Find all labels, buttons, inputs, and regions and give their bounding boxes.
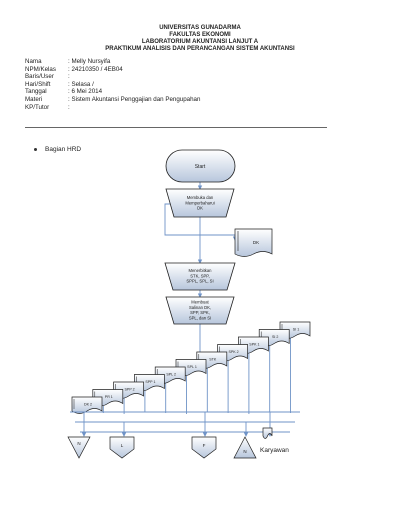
info-label: Nama (25, 58, 42, 65)
stack-document-label: SPK 2 (228, 350, 238, 354)
stack-document-label: PR 1 (105, 395, 113, 399)
student-info: Nama : Melly Nursyifa NPM/Kelas : 24210350… (25, 58, 200, 111)
stack-document-label: SPP 1 (145, 380, 155, 384)
info-row: Hari/Shift : Selasa / (25, 81, 200, 89)
document-dk (234, 228, 273, 257)
info-label: Hari/Shift (25, 80, 51, 88)
info-label: Materi (25, 95, 43, 103)
process-label: Salinan DK, (189, 305, 211, 310)
section-bullet: Bagian HRD (34, 146, 81, 153)
info-row: NPM/Kelas : 24210350 / 4EB04 (25, 66, 200, 74)
stack-document-label: SPP 2 (125, 388, 135, 392)
offpage-connector (191, 436, 217, 459)
stack-document (71, 396, 103, 414)
connector-label: F (203, 443, 206, 448)
info-label: Tanggal (25, 88, 47, 96)
info-row: KP/Tutor: (25, 104, 200, 112)
info-value: : 24210350 / 4EB04 (68, 65, 123, 73)
stack-document-label: DK 2 (84, 403, 92, 407)
info-label: KP/Tutor (25, 103, 50, 111)
process-label: Memperbaharui (185, 200, 214, 205)
lab-name: LABORATORIUM AKUNTANSI LANJUT A (141, 39, 259, 45)
divider-line (25, 127, 327, 128)
process-label: STK, SPP, (190, 273, 209, 278)
stack-document-label: SPL 1 (187, 365, 197, 369)
info-label: NPM/Kelas (25, 65, 56, 73)
info-value: : 6 Mei 2014 (68, 88, 103, 96)
process-label: Menerbitkan (188, 268, 212, 273)
stack-document-label: SPL 2 (166, 373, 176, 377)
process-label: SPPL, SPL, SI (186, 279, 213, 284)
recipient-label: Karyawan (260, 447, 289, 454)
info-value: : (68, 73, 70, 81)
practicum-name: PRAKTIKUM ANALISIS DAN PERANCANGAN SISTE… (105, 46, 295, 52)
info-value: : Selasa / (68, 80, 94, 88)
info-row: Nama : Melly Nursyifa (25, 58, 200, 66)
info-value: : (68, 103, 70, 111)
info-value: : Sistem Akuntansi Penggajian dan Pengup… (68, 95, 201, 103)
process-label: SPL, dan SI (189, 315, 211, 320)
info-row: Baris/User: (25, 73, 200, 81)
university-name: UNIVERSITAS GUNADARMA (159, 25, 241, 31)
faculty-name: FAKULTAS EKONOMI (169, 32, 231, 38)
connector-label: N (243, 449, 246, 454)
section-title: Bagian HRD (45, 146, 82, 153)
info-value: : Melly Nursyifa (68, 58, 111, 65)
process-label: Membuat (191, 300, 209, 305)
process-issue-docs (164, 262, 236, 291)
stack-document-label: SI 1 (293, 328, 299, 332)
connector-label: N (77, 441, 80, 446)
file-connector (233, 436, 257, 459)
process-copy-docs (165, 296, 235, 325)
process-label: DK (197, 206, 203, 211)
info-label: Baris/User (25, 73, 54, 81)
info-row: Tanggal : 6 Mei 2014 (25, 88, 200, 96)
process-label: SPP, SPK, (190, 310, 210, 315)
start-terminator (165, 149, 236, 183)
output-document (262, 427, 273, 439)
document-header: UNIVERSITAS GUNADARMA FAKULTAS EKONOMI L… (0, 25, 400, 53)
offpage-connector (109, 436, 135, 459)
start-label: Start (195, 164, 206, 170)
process-update-dk (165, 188, 235, 218)
document-label: DK (253, 240, 259, 245)
bullet-dot (34, 148, 37, 151)
info-row: Materi : Sistem Akuntansi Penggajian dan … (25, 96, 200, 104)
connector-label: L (121, 443, 124, 448)
stack-document-label: SI 2 (272, 335, 278, 339)
stack-document-label: STK (209, 358, 217, 362)
process-label: Membuka dan (187, 195, 214, 200)
stack-document-label: SPK 1 (249, 343, 259, 347)
file-connector (67, 436, 91, 459)
